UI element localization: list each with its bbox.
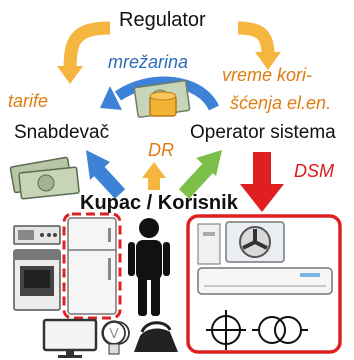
dsm-label: DSM [294, 161, 334, 181]
regulator-node: Regulator [119, 9, 206, 31]
tarife-label: tarife [8, 91, 49, 111]
air-conditioner-icon [197, 221, 333, 295]
transformer-symbol-icon [252, 316, 308, 344]
refrigerator-icon [67, 217, 117, 315]
arrow-kupac-to-operator [178, 150, 222, 199]
arrow-regulator-to-operator [237, 21, 281, 70]
person-icon [128, 218, 170, 316]
money-icon [133, 80, 191, 118]
money-stack-icon [9, 156, 80, 200]
vreme-koriscenja-label-line1: vreme kori- [222, 65, 313, 85]
dr-label: DR [148, 140, 174, 160]
arrow-kupac-to-snabdevac [86, 150, 126, 199]
arrow-dsm [240, 152, 284, 212]
snabdevac-node: Snabdevač [14, 122, 110, 143]
mrezarina-label: mrežarina [108, 52, 189, 72]
arrow-regulator-to-snabdevac [57, 21, 111, 84]
arrow-dr [142, 162, 166, 190]
lightbulb-icon [101, 320, 130, 355]
kitchen-appliances-icon [13, 225, 61, 311]
operator-sistema-node: Operator sistema [190, 122, 336, 143]
motor-symbol-icon [206, 310, 246, 350]
tv-icon [42, 318, 98, 358]
flexible-load-box [62, 212, 122, 320]
iron-icon [134, 321, 178, 352]
dsm-load-box [186, 214, 342, 354]
kupac-korisnik-node: Kupac / Korisnik [80, 192, 238, 214]
vreme-koriscenja-label-line2: šćenja el.en. [230, 93, 332, 113]
